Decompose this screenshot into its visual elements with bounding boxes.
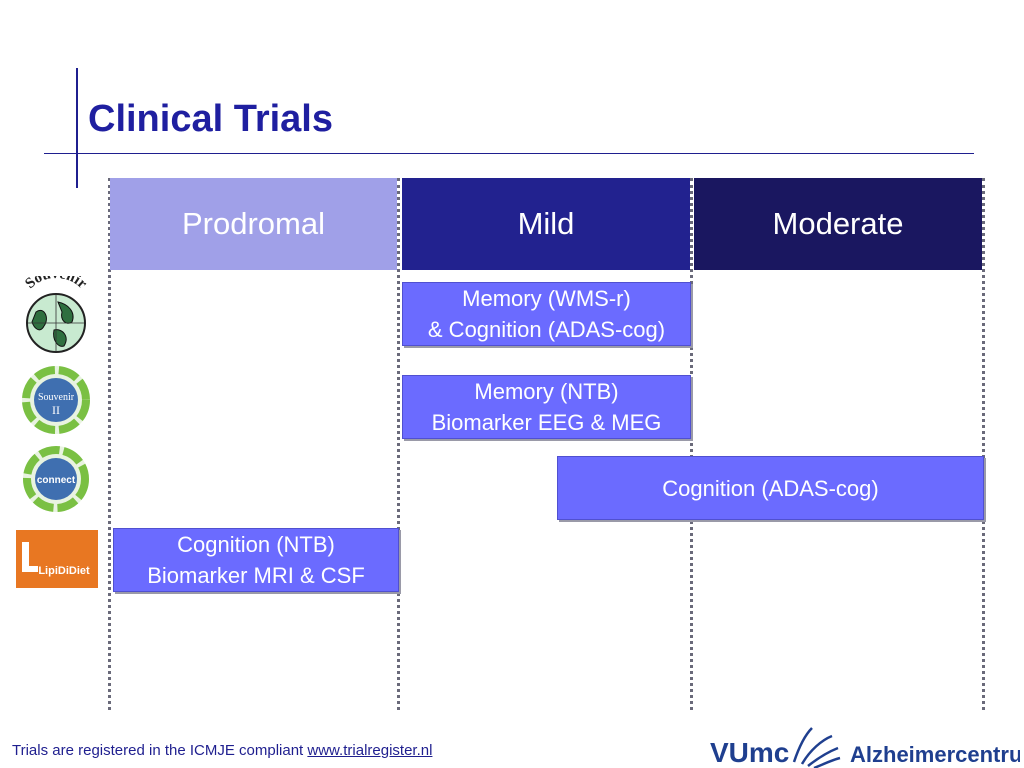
- lipididiet-logo: LipiDiDiet: [16, 530, 98, 588]
- trial-box-line: & Cognition (ADAS-cog): [427, 317, 666, 342]
- column-header-prodromal: Prodromal: [110, 178, 397, 270]
- svg-text:Souvenir: Souvenir: [22, 276, 90, 292]
- trial-box-line: Cognition (NTB): [177, 532, 335, 557]
- footer-text: Trials are registered in the ICMJE compl…: [12, 742, 308, 759]
- svg-text:Souvenir: Souvenir: [38, 392, 75, 403]
- column-header-mild: Mild: [402, 178, 690, 270]
- column-divider: [690, 178, 693, 710]
- page-title: Clinical Trials: [88, 98, 333, 140]
- souvenir-ii-logo: Souvenir II: [22, 366, 90, 434]
- trial-box-line: Biomarker EEG & MEG: [431, 410, 662, 435]
- trial-box-line: Memory (WMS-r): [462, 286, 631, 311]
- trial-box-lipididiet: Cognition (NTB) Biomarker MRI & CSF: [113, 528, 399, 592]
- svg-text:Alzheimercentrum: Alzheimercentrum: [850, 742, 1020, 767]
- column-divider: [397, 178, 400, 710]
- footer-note: Trials are registered in the ICMJE compl…: [12, 742, 432, 759]
- svg-text:connect: connect: [37, 475, 76, 486]
- column-divider: [982, 178, 985, 710]
- svg-text:LipiDiDiet: LipiDiDiet: [38, 565, 90, 577]
- souvenir-logo-text: Souvenir: [22, 276, 90, 292]
- souvenir-globe-logo: Souvenir: [22, 276, 90, 353]
- svg-text:II: II: [52, 403, 60, 417]
- connect-logo: connect: [23, 446, 89, 512]
- trial-box-line: Biomarker MRI & CSF: [147, 563, 365, 588]
- title-vertical-rule: [76, 68, 78, 188]
- trial-box-line: Memory (NTB): [474, 379, 619, 404]
- trialregister-link[interactable]: www.trialregister.nl: [307, 742, 433, 759]
- trial-box-line: Cognition (ADAS-cog): [662, 475, 879, 501]
- trial-box-connect: Cognition (ADAS-cog): [557, 456, 984, 520]
- trial-box-souvenir-ii: Memory (NTB) Biomarker EEG & MEG: [402, 375, 691, 439]
- vumc-alzheimercentrum-logo: VUmc Alzheimercentrum: [710, 727, 1020, 768]
- column-divider: [108, 178, 111, 710]
- svg-text:VUmc: VUmc: [710, 737, 789, 768]
- trial-box-souvenir: Memory (WMS-r) & Cognition (ADAS-cog): [402, 282, 691, 346]
- title-horizontal-rule: [44, 153, 974, 154]
- column-header-moderate: Moderate: [694, 178, 982, 270]
